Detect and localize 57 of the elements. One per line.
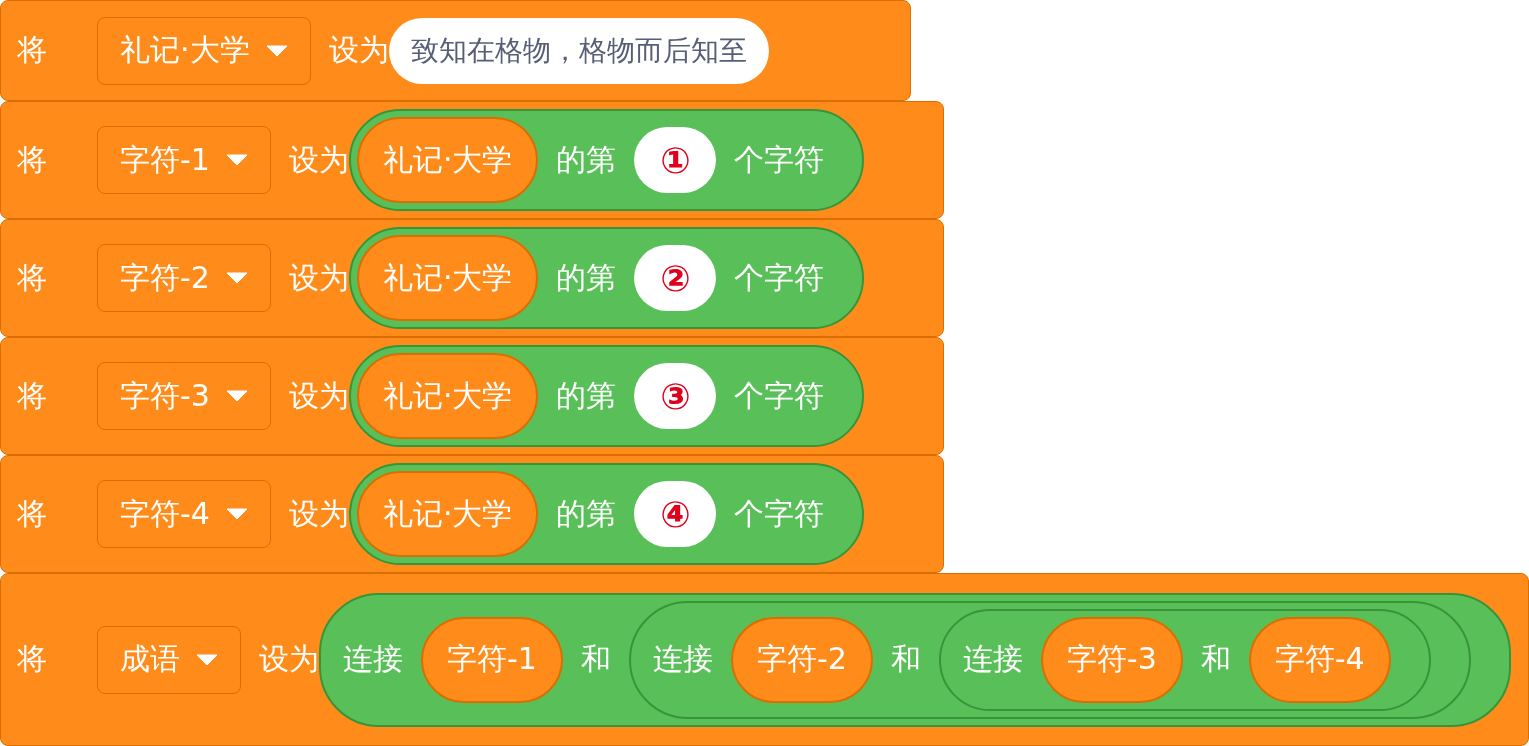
code-block (0, 101, 944, 219)
block-label: 设为 (288, 376, 349, 415)
dropdown-label: 字符-2 (120, 258, 210, 297)
block-label: 设为 (288, 258, 349, 297)
block-label: 的第 (556, 376, 617, 415)
variable-reporter: 字符-1 (421, 616, 563, 703)
block-label: 将 (17, 640, 47, 678)
dropdown-label: 成语 (120, 640, 180, 678)
number-input-field: ② (634, 245, 717, 311)
block-label: 和 (890, 640, 921, 678)
block-label: 个字符 (734, 140, 825, 179)
dropdown-label: 礼记·大学 (120, 31, 250, 69)
block-label: 将 (17, 258, 47, 297)
block-label: 将 (17, 376, 47, 415)
dropdown-menu (97, 126, 271, 194)
code-block (0, 0, 911, 101)
block-label: 的第 (556, 258, 617, 297)
code-block (0, 337, 944, 455)
variable-reporter: 礼记·大学 (356, 117, 539, 203)
number-input-field: ④ (634, 481, 717, 547)
block-label: 的第 (556, 494, 617, 533)
code-block (0, 219, 944, 337)
variable-reporter: 礼记·大学 (356, 353, 539, 439)
number-input-field: ③ (634, 363, 717, 429)
dropdown-menu (97, 480, 271, 548)
variable-reporter: 字符-3 (1040, 616, 1183, 703)
text-input-field: 致知在格物，格物而后知至 (388, 17, 769, 84)
block-label: 和 (580, 640, 611, 678)
variable-reporter: 字符-4 (1248, 616, 1391, 703)
dropdown-label: 字符-1 (120, 140, 210, 179)
block-label: 连接 (962, 640, 1023, 678)
code-block (0, 455, 944, 573)
dropdown-menu (97, 362, 271, 430)
block-label: 连接 (343, 640, 403, 678)
code-block (0, 573, 1529, 746)
block-label: 将 (17, 140, 47, 179)
block-label: 个字符 (734, 376, 825, 415)
variable-reporter: 礼记·大学 (356, 471, 539, 557)
block-label: 和 (1200, 640, 1231, 678)
dropdown-label: 字符-3 (120, 376, 210, 415)
block-label: 的第 (556, 140, 617, 179)
dropdown-menu (97, 16, 311, 85)
block-label: 将 (17, 31, 47, 69)
dropdown-menu (97, 244, 271, 312)
dropdown-menu (97, 625, 241, 694)
block-label: 将 (17, 494, 47, 533)
block-label: 个字符 (734, 258, 825, 297)
block-label: 连接 (652, 640, 713, 678)
block-label: 设为 (259, 640, 319, 678)
block-label: 设为 (288, 140, 349, 179)
number-input-field: ① (634, 127, 717, 193)
variable-reporter: 字符-2 (730, 616, 873, 703)
block-label: 设为 (288, 494, 349, 533)
dropdown-label: 字符-4 (120, 494, 210, 533)
variable-reporter: 礼记·大学 (356, 235, 539, 321)
block-label: 设为 (328, 31, 389, 69)
block-label: 个字符 (734, 494, 825, 533)
